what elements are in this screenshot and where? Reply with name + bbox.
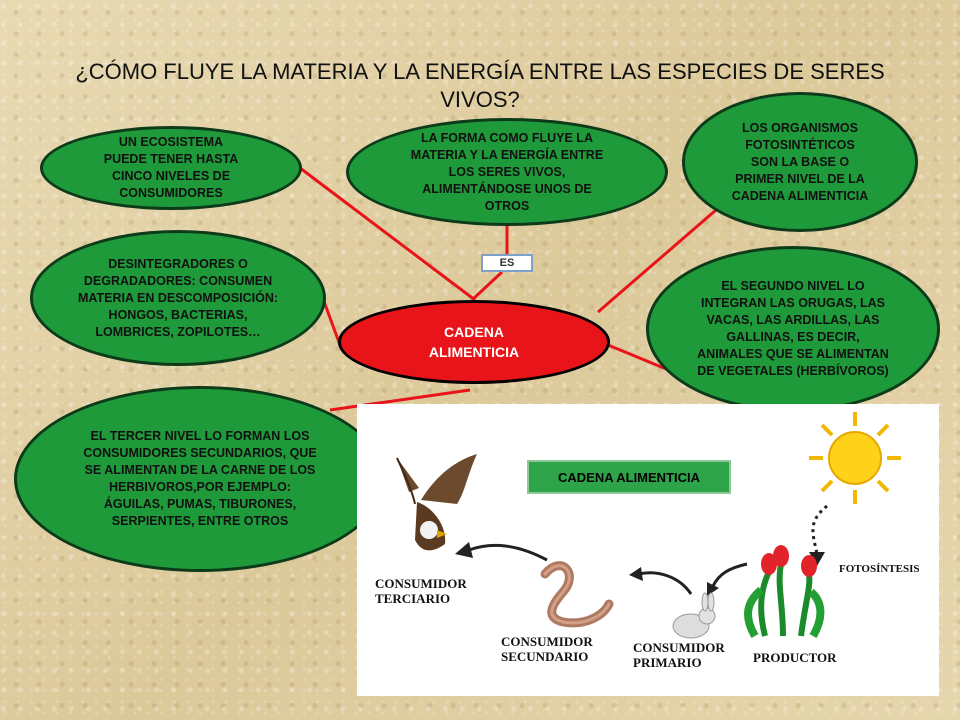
eagle-icon xyxy=(396,454,477,551)
node-forma: LA FORMA COMO FLUYE LA MATERIA Y LA ENER… xyxy=(346,118,668,226)
node-fotosinteticos: LOS ORGANISMOS FOTOSINTÉTICOS SON LA BAS… xyxy=(682,92,918,232)
label-fotosintesis: FOTOSÍNTESIS xyxy=(839,563,920,575)
illustration-art xyxy=(396,412,901,639)
node-niveles-text: UN ECOSISTEMA PUEDE TENER HASTA CINCO NI… xyxy=(103,135,239,200)
sunlight-arrow-icon xyxy=(811,504,828,555)
arrow-secondary-tertiary-icon xyxy=(468,543,548,562)
snake-icon xyxy=(540,561,614,628)
food-chain-illustration: CADENA ALIMENTICIA xyxy=(357,404,939,696)
line-niveles xyxy=(299,166,476,302)
line-fotosinteticos xyxy=(597,208,717,314)
node-desintegradores: DESINTEGRADORES O DEGRADADORES: CONSUMEN… xyxy=(30,230,326,366)
node-tercer: EL TERCER NIVEL LO FORMAN LOS CONSUMIDOR… xyxy=(14,386,386,572)
label-secundario: CONSUMIDOR SECUNDARIO xyxy=(501,634,593,664)
arrow-primary-secondary-icon xyxy=(638,571,693,595)
center-node-text: CADENA ALIMENTICIA xyxy=(428,324,520,360)
node-desintegradores-text: DESINTEGRADORES O DEGRADADORES: CONSUMEN… xyxy=(78,256,279,339)
node-tercer-text: EL TERCER NIVEL LO FORMAN LOS CONSUMIDOR… xyxy=(83,429,317,528)
node-fotosinteticos-text: LOS ORGANISMOS FOTOSINTÉTICOS SON LA BAS… xyxy=(731,120,869,203)
node-forma-text: LA FORMA COMO FLUYE LA MATERIA Y LA ENER… xyxy=(410,130,604,213)
center-node: CADENA ALIMENTICIA xyxy=(338,300,610,384)
node-niveles: UN ECOSISTEMA PUEDE TENER HASTA CINCO NI… xyxy=(40,126,302,210)
line-tercer xyxy=(329,388,471,412)
line-es xyxy=(470,270,504,302)
arrow-producer-primary-icon xyxy=(711,562,748,587)
label-primario: CONSUMIDOR PRIMARIO xyxy=(633,640,725,670)
label-terciario: CONSUMIDOR TERCIARIO xyxy=(375,576,467,606)
node-segundo-text: EL SEGUNDO NIVEL LO INTEGRAN LAS ORUGAS,… xyxy=(697,279,889,378)
page-title: ¿CÓMO FLUYE LA MATERIA Y LA ENERGÍA ENTR… xyxy=(75,59,885,112)
rabbit-icon xyxy=(672,592,716,639)
plants-icon xyxy=(744,545,825,639)
sun-icon xyxy=(809,412,901,504)
label-productor: PRODUCTOR xyxy=(753,650,837,665)
illustration-header: CADENA ALIMENTICIA xyxy=(527,460,731,494)
connector-label-es: ES xyxy=(481,254,533,272)
node-segundo: EL SEGUNDO NIVEL LO INTEGRAN LAS ORUGAS,… xyxy=(646,246,940,412)
